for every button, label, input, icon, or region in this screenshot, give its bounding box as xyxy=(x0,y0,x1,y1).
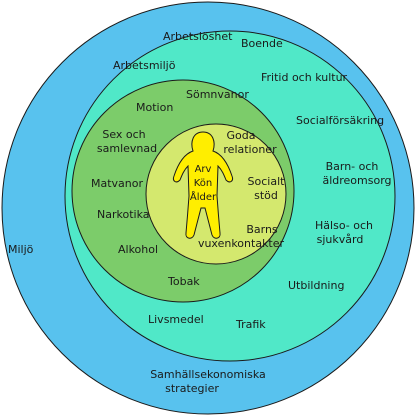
label-arbetsloshet: Arbetslöshet xyxy=(163,30,233,43)
person-figure-body xyxy=(173,131,233,239)
label-utbildning: Utbildning xyxy=(288,279,344,292)
label-strategier: strategier xyxy=(165,382,219,395)
label-barn-line2: äldreomsorg xyxy=(322,174,391,187)
label-barns-line1: Barns xyxy=(246,223,278,236)
label-tobak: Tobak xyxy=(167,275,200,288)
label-socialt-line1: Socialt xyxy=(248,175,286,188)
label-narkotika: Narkotika xyxy=(97,208,150,221)
label-livsmedel: Livsmedel xyxy=(148,313,204,326)
label-halso-line1: Hälso- och xyxy=(315,219,373,232)
label-goda-line2: relationer xyxy=(223,143,277,156)
label-goda-line1: Goda xyxy=(227,129,256,142)
label-samhallsekonomiska: Samhällsekonomiska xyxy=(150,368,266,381)
label-arbetsmiljo: Arbetsmiljö xyxy=(113,59,176,72)
label-fritid: Fritid och kultur xyxy=(261,71,348,84)
label-socialt-line2: stöd xyxy=(254,189,278,202)
label-halso-line2: sjukvård xyxy=(317,233,364,246)
label-motion: Motion xyxy=(136,101,173,114)
label-somnvanor: Sömnvanor xyxy=(186,88,249,101)
label-sex-line1: Sex och xyxy=(102,128,145,141)
figure-label-alder: Ålder xyxy=(190,190,217,203)
figure-label-arv: Arv xyxy=(195,164,212,175)
person-figure-icon xyxy=(173,131,233,239)
label-sex-line2: samlevnad xyxy=(97,142,157,155)
figure-label-kon: Kön xyxy=(194,178,213,189)
label-matvanor: Matvanor xyxy=(91,177,143,190)
label-socialforsakring: Socialförsäkring xyxy=(296,114,384,127)
label-barn-line1: Barn- och xyxy=(326,160,379,173)
label-barns-line2: vuxenkontakter xyxy=(198,237,285,250)
label-boende: Boende xyxy=(241,37,283,50)
label-trafik: Trafik xyxy=(235,318,266,331)
label-miljo: Miljö xyxy=(8,243,34,256)
label-alkohol: Alkohol xyxy=(118,243,158,256)
